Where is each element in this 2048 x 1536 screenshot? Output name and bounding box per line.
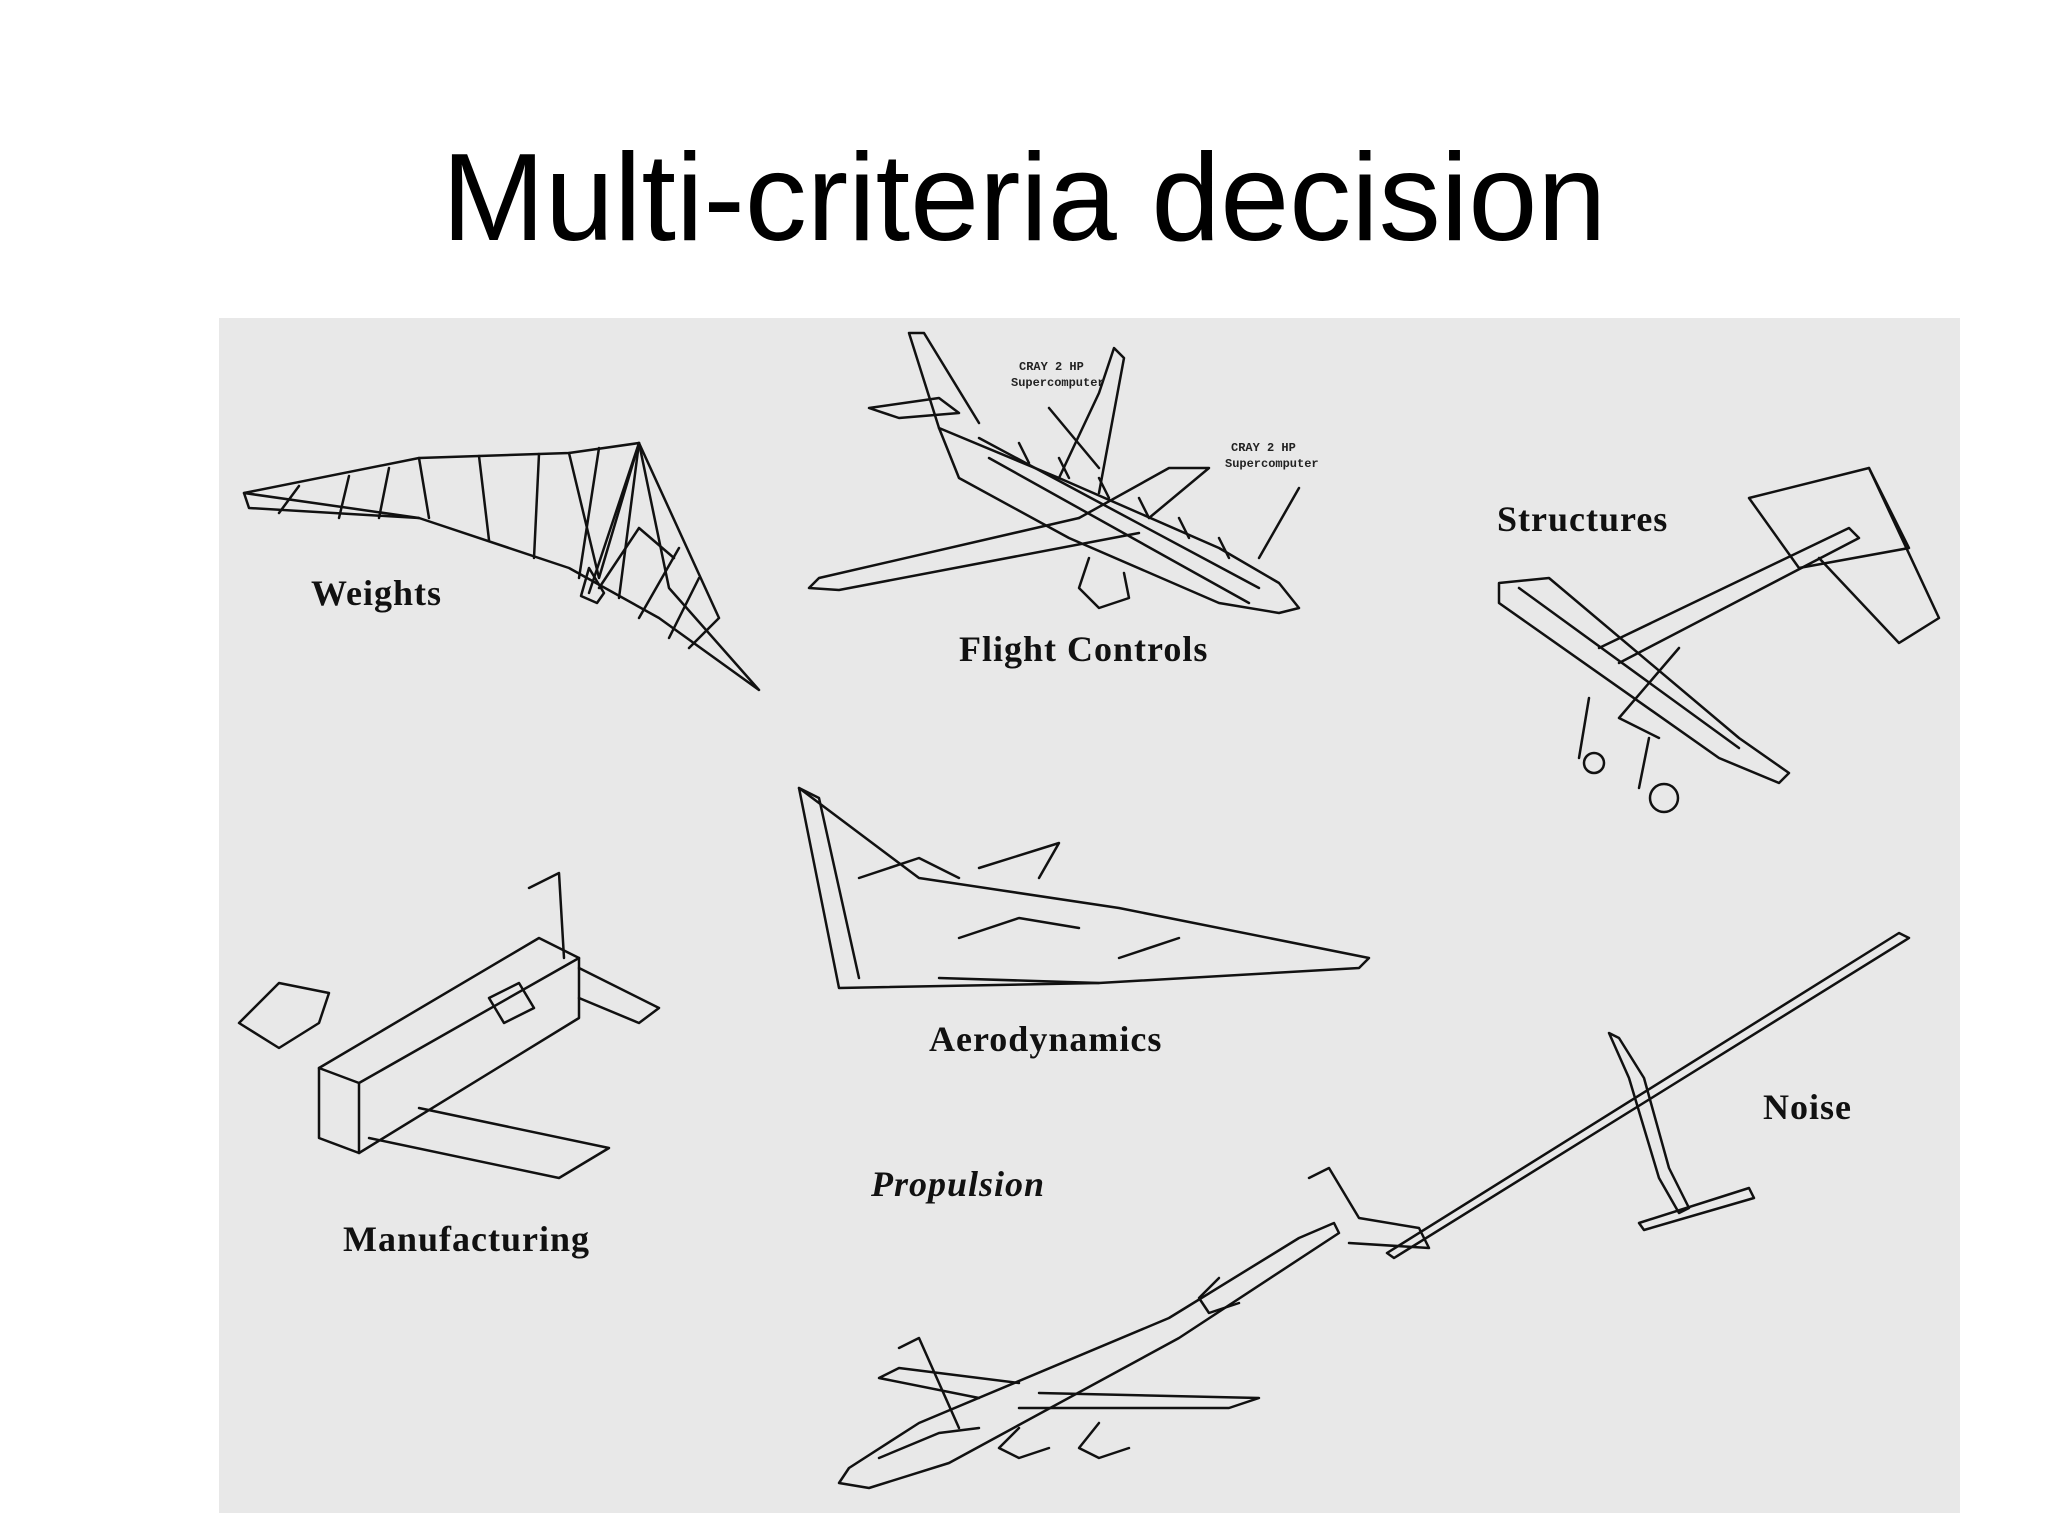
hang-glider-sketch [242,441,761,692]
slide-title: Multi-criteria decision [441,129,1607,267]
aircraft-sketches [237,331,1941,1490]
glider-sketch [1385,931,1911,1260]
callout-right-line2: Supercomputer [1225,457,1319,471]
label-flight-controls: Flight Controls [959,629,1209,669]
airliner-sketch [807,331,1301,615]
callout-top-line1: CRAY 2 HP [1019,360,1084,374]
label-manufacturing: Manufacturing [343,1219,590,1259]
box-frame-sketch [237,871,661,1180]
jet-sketch [837,1166,1431,1490]
structures-sketch [1497,466,1941,814]
figure-panel: CRAY 2 HP Supercomputer CRAY 2 HP Superc… [219,318,1960,1513]
label-weights: Weights [311,573,443,613]
label-noise: Noise [1763,1087,1852,1127]
label-structures: Structures [1497,499,1669,539]
callout-right-line1: CRAY 2 HP [1231,441,1296,455]
label-propulsion: Propulsion [871,1164,1046,1204]
callout-top-line2: Supercomputer [1011,376,1105,390]
flying-wing-sketch [797,786,1371,990]
label-aerodynamics: Aerodynamics [929,1019,1163,1059]
